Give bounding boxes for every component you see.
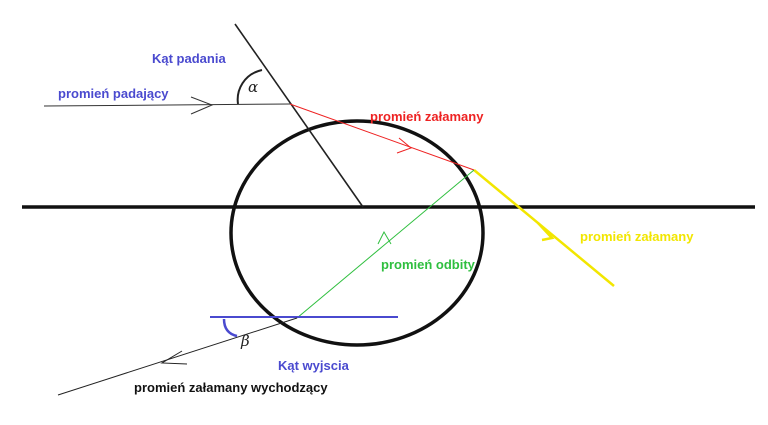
angle-incidence-arc	[236, 69, 263, 105]
alpha-symbol: α	[248, 78, 258, 96]
refracted-ray-inner	[289, 103, 475, 171]
refracted-ray-inner-arrow	[396, 137, 412, 154]
exit-ray	[57, 317, 298, 396]
refracted-ray-outer-arrow	[537, 222, 555, 242]
label-angle-exit: Kąt wyjscia	[278, 358, 350, 373]
circle-droplet	[229, 119, 485, 347]
label-exit-ray: promień załamany wychodzący	[134, 380, 328, 395]
label-refracted-inner: promień załamany	[370, 109, 484, 124]
label-angle-incidence: Kąt padania	[152, 51, 226, 66]
angle-exit-arc	[222, 318, 238, 338]
label-incident-ray: promień padający	[58, 86, 169, 101]
normal-line	[234, 23, 364, 208]
incident-ray	[43, 103, 291, 107]
exit-ray-arrow	[160, 350, 188, 365]
reflected-ray-arrow	[377, 230, 392, 245]
beta-symbol: β	[240, 332, 250, 350]
label-reflected-ray: promień odbity	[381, 257, 476, 272]
incident-ray-arrow	[190, 96, 214, 115]
label-refracted-outer: promień załamany	[580, 229, 694, 244]
reflected-ray	[296, 169, 475, 319]
